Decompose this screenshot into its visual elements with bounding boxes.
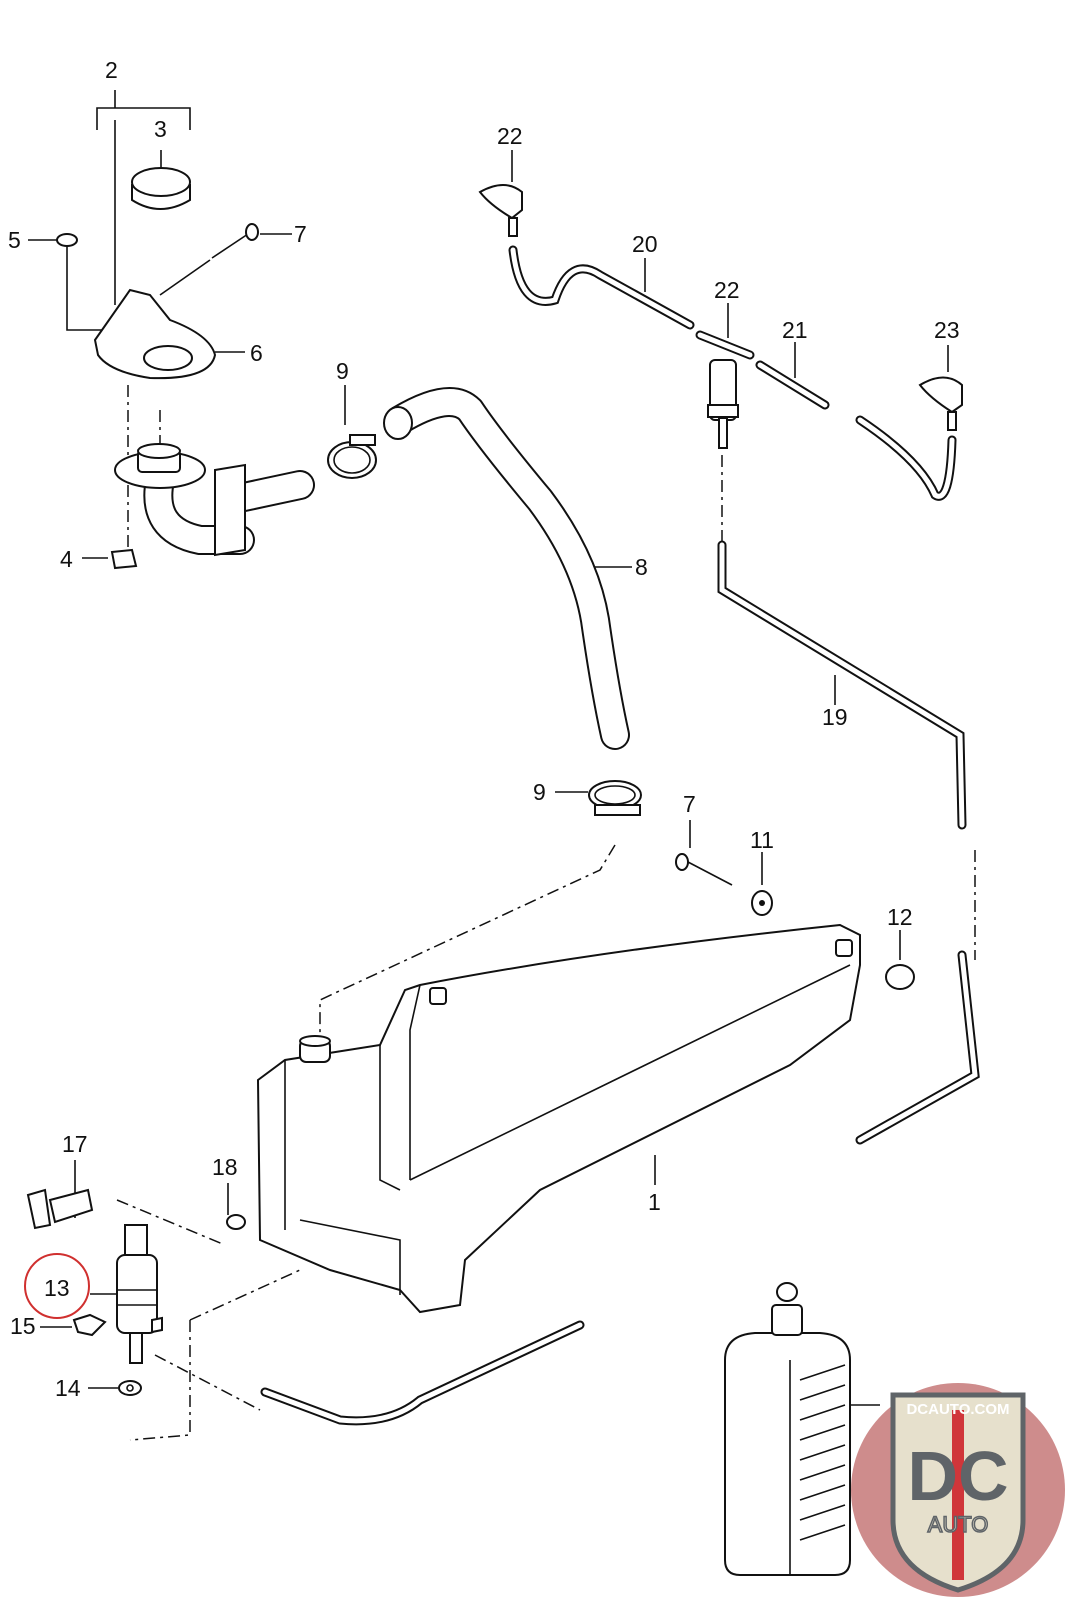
callout-4: 4: [60, 546, 73, 572]
part-22-spray-nozzle-right: [855, 345, 963, 501]
part-4-clip-nut: [82, 548, 138, 570]
part-3-filler-cap: [131, 150, 191, 210]
callout-7-top: 7: [294, 221, 307, 247]
callout-18: 19: [822, 704, 848, 730]
callout-11: 11: [750, 827, 774, 853]
callout-15: 15: [10, 1313, 36, 1339]
part-7-bolt-top: [159, 223, 292, 296]
part-7-bolt-lower: [675, 820, 733, 886]
watermark-stripe: [952, 1410, 964, 1580]
callout-9-top: 9: [336, 358, 349, 384]
part-22-spray-nozzle-left: [478, 150, 523, 237]
dcauto-watermark: DCAUTO.COM DC AUTO: [851, 1383, 1065, 1597]
callout-3: 3: [154, 116, 167, 142]
part-18-hose: [260, 540, 980, 1426]
callout-20: 21: [782, 317, 808, 343]
highlight-circle: [24, 1253, 90, 1319]
callout-16: 17: [62, 1131, 88, 1157]
part-11-washer: [751, 852, 773, 916]
part-13-washer-pump: [90, 1224, 163, 1364]
callout-7-lower: 7: [683, 791, 696, 817]
callout-22-left: 22: [497, 123, 523, 149]
callout-14: 14: [55, 1375, 81, 1401]
callout-6: 6: [250, 340, 263, 366]
assembly-guide-lines: [116, 385, 976, 1441]
part-6-bracket: [93, 288, 245, 380]
filler-neck: [114, 443, 315, 557]
callout-21: 22: [714, 277, 740, 303]
callout-13: 13: [44, 1275, 70, 1301]
part-9-hose-clamp-top: [327, 385, 377, 479]
callout-2: 2: [105, 57, 118, 83]
part-15-clip: [40, 1313, 107, 1337]
callout-labels: 2 3 5 7 6 4 9 8 9 22 20 22 21 23 19 7 11…: [8, 57, 960, 1401]
part-12-bushing: [885, 930, 915, 990]
callout-19: 20: [632, 231, 658, 257]
callout-9-bottom: 9: [533, 779, 546, 805]
part-9-hose-clamp-bottom: [555, 780, 642, 816]
part-5-screw: [28, 233, 125, 331]
part-1-reservoir: [256, 923, 861, 1314]
part-21-check-valve: [695, 303, 755, 449]
watermark-logo-sub: AUTO: [928, 1512, 989, 1537]
part-14-grommet: [88, 1380, 142, 1396]
part-8-filler-hose: [383, 387, 632, 750]
watermark-logo-main: DC: [907, 1437, 1008, 1515]
part-20-hose: [755, 342, 830, 410]
callout-1: 1: [648, 1189, 661, 1215]
watermark-site: DCAUTO.COM: [906, 1401, 1009, 1418]
part-16-level-sensor: [26, 1160, 94, 1230]
part-2-bracket-group: [96, 90, 191, 305]
callout-12: 12: [887, 904, 913, 930]
callout-5: 5: [8, 227, 21, 253]
callout-22-right: 23: [934, 317, 960, 343]
part-17-grommet: [226, 1183, 246, 1230]
part-23-fluid-bottle: [724, 1282, 880, 1576]
callout-8: 8: [635, 554, 648, 580]
callout-17: 18: [212, 1154, 238, 1180]
part-19-hose: [508, 245, 695, 330]
